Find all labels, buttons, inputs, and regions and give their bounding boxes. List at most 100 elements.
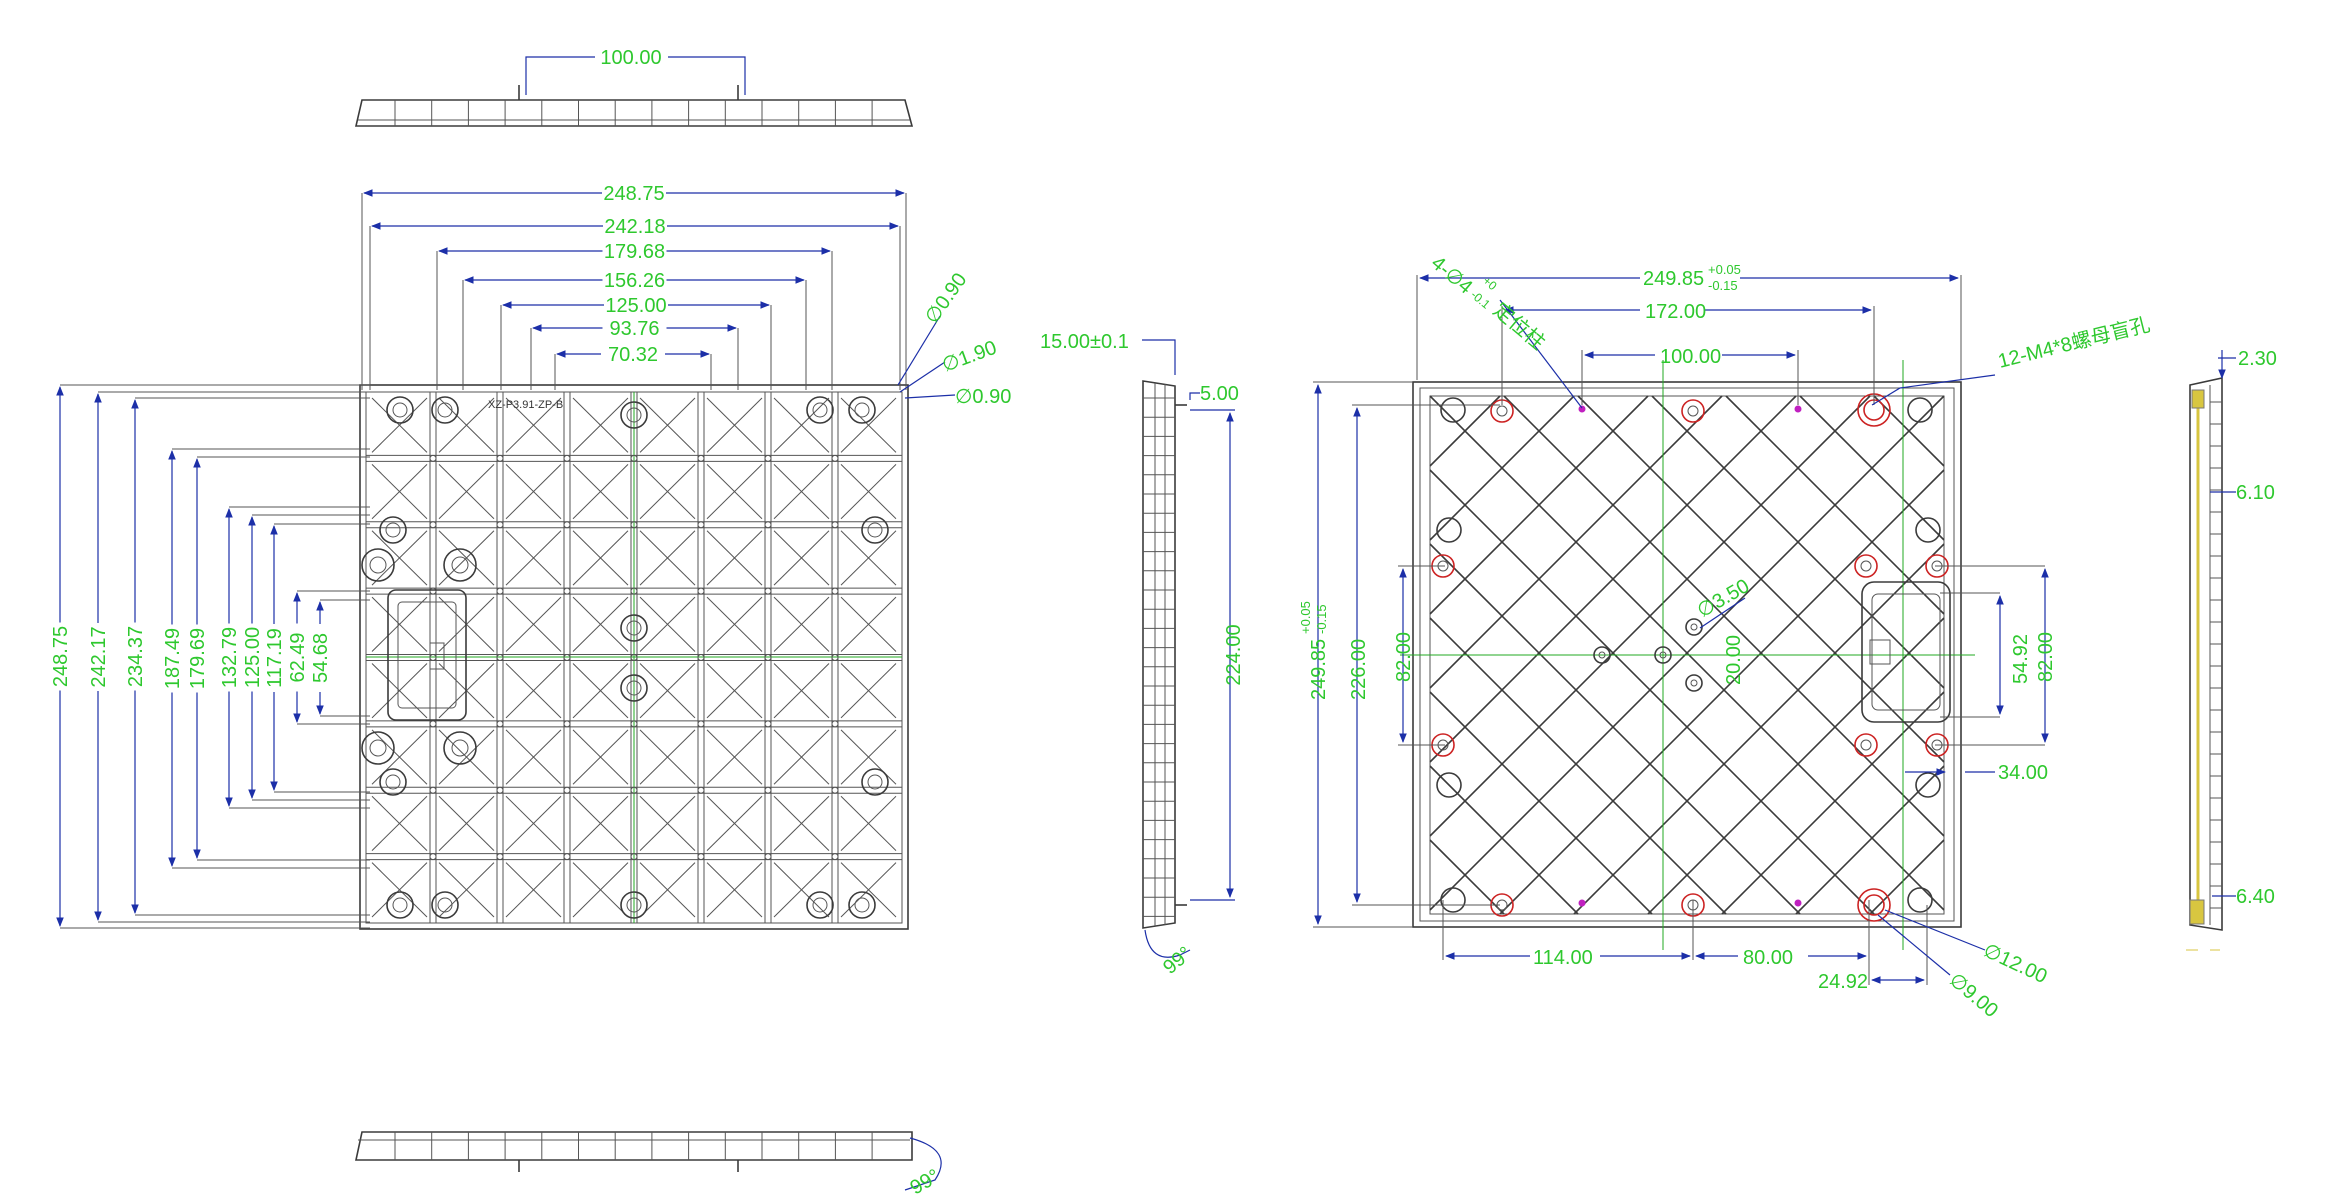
back-54-label: 54.92 <box>2010 634 2032 684</box>
back-center-hole <box>1685 618 1703 636</box>
front-diagonal-rib <box>438 795 495 851</box>
back-nut-hole-inner <box>1496 405 1508 417</box>
back-nut-hole-inner <box>1687 405 1699 417</box>
front-h-dim-label: 125.00 <box>605 295 666 317</box>
back-114-label: 114.00 <box>1533 947 1593 969</box>
back-center-hole-inner <box>1690 623 1698 631</box>
front-diagonal-rib <box>505 795 562 851</box>
back-lattice-rib <box>1503 395 1945 837</box>
front-mount-hole-inner <box>385 522 401 538</box>
back-34-label: 34.00 <box>1998 762 2048 784</box>
front-mount-hole <box>848 396 876 424</box>
front-diagonal-rib <box>371 397 428 453</box>
front-rib-node <box>563 853 571 861</box>
front-mount-hole-inner <box>812 897 828 913</box>
back-center-hole-inner <box>1598 651 1606 659</box>
center-20-label: 20.00 <box>1723 635 1745 685</box>
front-mount-hole-inner <box>626 680 642 696</box>
back-nut-hole <box>1854 554 1878 578</box>
front-rib-node <box>630 654 638 661</box>
back-locating-pin <box>1578 405 1586 413</box>
front-mount-hole <box>620 401 648 429</box>
front-v-dim-label: 132.79 <box>219 627 241 688</box>
side-top-dim-label: 15.00±0.1 <box>1040 331 1129 353</box>
front-diagonal-rib <box>639 596 696 652</box>
front-h-dim-label: 156.26 <box>604 270 665 292</box>
front-rib-node <box>429 720 437 728</box>
back-center-hole <box>1654 646 1672 664</box>
locating-pin-qty-label: 4-∅4 <box>1427 252 1477 299</box>
back-lattice-rib <box>1577 395 1945 763</box>
front-rib-node <box>496 853 504 861</box>
back-lattice-rib <box>1429 691 1653 915</box>
front-diagonal-rib <box>773 862 830 918</box>
front-rib-node <box>563 587 571 595</box>
back-lattice-rib <box>1429 395 1575 541</box>
back-large-nut-hole-inner <box>1863 894 1885 916</box>
front-v-dim-label: 234.37 <box>125 626 147 687</box>
front-rib-node <box>697 853 705 861</box>
back-nut-hole-inner <box>1860 739 1872 751</box>
locating-pin-name-label: 定位柱 <box>1489 298 1550 354</box>
back-lattice-rib <box>1429 395 1501 467</box>
back-80-label: 80.00 <box>1743 947 1793 969</box>
back-lattice-rib <box>1429 395 1723 689</box>
front-diagonal-rib <box>840 596 897 652</box>
back-width-tol-minus: -0.15 <box>1708 278 1738 293</box>
front-rib-node <box>831 587 839 595</box>
front-diagonal-rib <box>706 530 763 586</box>
back-height-tol-minus: -0.15 <box>1314 604 1329 634</box>
back-mount-hole <box>1440 397 1466 423</box>
back-mount-hole <box>1436 772 1462 798</box>
front-dia-a-label: ∅0.90 <box>921 269 971 328</box>
front-mount-hole-inner <box>867 774 883 790</box>
back-lattice-rib <box>1429 617 1727 915</box>
front-diagonal-rib <box>505 464 562 520</box>
front-diagonal-rib <box>706 729 763 785</box>
back-lattice-rib <box>1429 543 1801 915</box>
back-lattice-rib <box>1721 691 1945 915</box>
front-mount-hole-inner <box>437 897 453 913</box>
front-diagonal-rib <box>505 729 562 785</box>
nut-hole-note: 12-M4*8螺母盲孔 <box>1996 313 2153 373</box>
edge-d2-label: 6.10 <box>2236 482 2275 504</box>
front-mount-hole <box>806 891 834 919</box>
back-226-label: 226.00 <box>1348 639 1370 700</box>
front-boss <box>361 731 395 765</box>
front-diagonal-rib <box>505 663 562 719</box>
front-rib-node <box>630 587 638 595</box>
front-rib-node <box>764 786 772 794</box>
back-nut-hole <box>1681 399 1705 423</box>
back-lattice-rib <box>1799 395 1945 541</box>
front-rib-node <box>630 853 638 861</box>
back-24-label: 24.92 <box>1818 971 1868 993</box>
front-diagonal-rib <box>572 663 629 719</box>
front-v-dim-label: 125.00 <box>242 627 264 688</box>
front-mount-hole <box>379 516 407 544</box>
front-diagonal-rib <box>371 530 428 586</box>
front-rib-node <box>496 786 504 794</box>
front-diagonal-rib <box>371 795 428 851</box>
front-diagonal-rib <box>371 464 428 520</box>
back-mount-hole <box>1907 887 1933 913</box>
front-v-dim-label: 62.49 <box>287 632 309 682</box>
front-diagonal-rib <box>572 596 629 652</box>
front-rib-node <box>831 853 839 861</box>
front-v-dim-label: 187.49 <box>162 628 184 689</box>
front-rib-node <box>630 720 638 728</box>
front-rib-node <box>831 454 839 462</box>
front-mount-hole-inner <box>812 402 828 418</box>
front-rib-node <box>563 720 571 728</box>
front-diagonal-rib <box>639 464 696 520</box>
front-v-dim-label: 242.17 <box>88 626 110 687</box>
front-rib-node <box>697 454 705 462</box>
front-diagonal-rib <box>840 530 897 586</box>
front-diagonal-rib <box>639 530 696 586</box>
front-rib-node <box>563 786 571 794</box>
back-nut-hole-inner <box>1860 560 1872 572</box>
front-mount-hole <box>848 891 876 919</box>
front-rib-node <box>630 521 638 529</box>
front-rib-node <box>630 454 638 462</box>
front-rib-node <box>764 654 772 661</box>
front-diagonal-rib <box>706 663 763 719</box>
